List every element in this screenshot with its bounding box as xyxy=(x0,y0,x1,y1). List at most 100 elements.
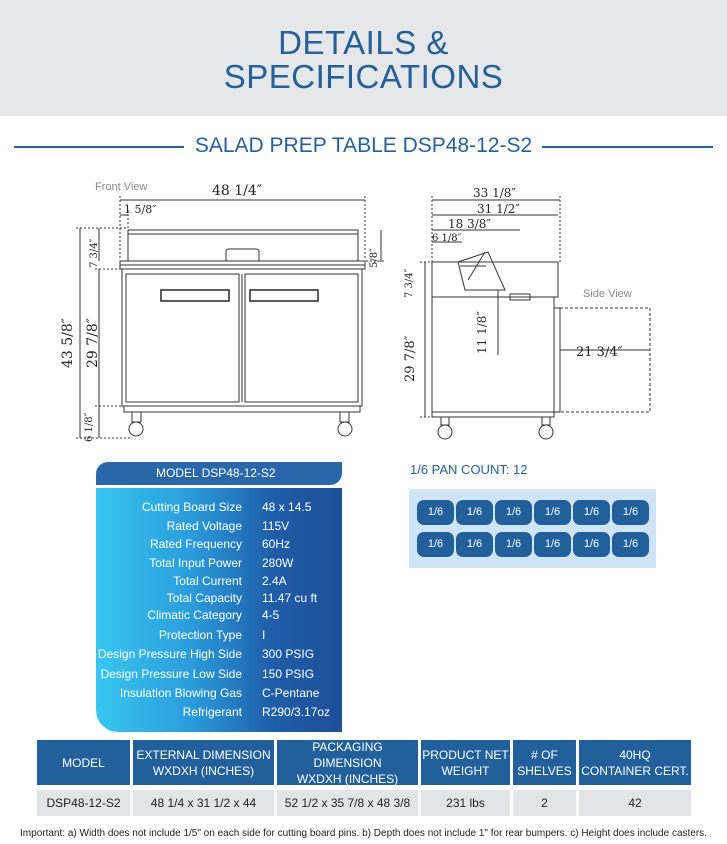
spec-label: Design Pressure Low Side xyxy=(100,667,242,681)
spec-value: 2.4A xyxy=(262,574,287,588)
spec-value: 11.47 cu ft xyxy=(262,591,318,605)
pan-cell: 1/6 xyxy=(495,500,532,525)
page-title-line1: DETAILS & xyxy=(278,24,449,61)
table-header-text: MODEL xyxy=(62,755,105,771)
side-view-label: Side View xyxy=(583,288,632,300)
spec-label: Rated Voltage xyxy=(166,519,242,533)
table-cell: 2 xyxy=(513,790,576,816)
spec-value: R290/3.17oz xyxy=(262,705,331,719)
pan-cell: 1/6 xyxy=(612,500,649,525)
pan-cell: 1/6 xyxy=(612,532,649,557)
spec-row: Protection Type I xyxy=(96,626,342,644)
spec-label: Insulation Blowing Gas xyxy=(119,686,242,700)
spec-row: Total Current 2.4A xyxy=(96,572,342,590)
product-subtitle-bar: SALAD PREP TABLE DSP48-12-S2 xyxy=(0,132,727,162)
table-header-line1: 40HQ xyxy=(619,747,651,762)
table-cell: 231 lbs xyxy=(421,790,510,816)
pan-cell: 1/6 xyxy=(534,500,571,525)
side-caster-right xyxy=(538,424,554,440)
spec-label: Protection Type xyxy=(158,628,242,642)
dim-overall-width: 48 1/4″ xyxy=(212,183,262,199)
spec-value: 280W xyxy=(262,556,294,570)
front-view-label: Front View xyxy=(95,181,147,193)
spec-value: 60Hz xyxy=(262,537,291,551)
table-header-line1: MODEL xyxy=(62,755,105,770)
dim-pan-edge: 6 1/8″ xyxy=(432,233,462,244)
pan-cell: 1/6 xyxy=(573,500,610,525)
table-cell: 42 xyxy=(579,790,691,816)
spec-row: Climatic Category 4-5 xyxy=(96,606,342,624)
pan-cell: 1/6 xyxy=(456,500,493,525)
dim-pan-depth: 18 3/8″ xyxy=(448,217,491,231)
spec-value: 150 PSIG xyxy=(262,667,315,681)
spec-row: Total Capacity 11.47 cu ft xyxy=(96,589,342,607)
dim-caster-height: 6 1/8″ xyxy=(84,412,95,442)
model-title-tab: MODEL DSP48-12-S2 xyxy=(96,462,342,485)
spec-row: Refrigerant R290/3.17oz xyxy=(96,703,342,721)
side-cabinet xyxy=(431,296,555,418)
dim-body-height: 29 7/8″ xyxy=(85,318,101,368)
spec-row: Design Pressure Low Side 150 PSIG xyxy=(96,665,342,683)
spec-label: Climatic Category xyxy=(147,608,242,622)
dim-pin-offset: 1 5/8″ xyxy=(124,203,156,216)
side-caster-left xyxy=(437,424,453,440)
spec-label: Total Input Power xyxy=(149,556,242,570)
subtitle-rule-right xyxy=(542,146,713,148)
table-header-line2: WXDXH (INCHES) xyxy=(152,763,255,778)
spec-value: 300 PSIG xyxy=(262,647,315,661)
subtitle-rule-left xyxy=(14,146,184,148)
dim-body-depth: 31 1/2″ xyxy=(477,202,520,216)
table-header-line2: WXDXH (INCHES) xyxy=(296,771,399,786)
pan-cell: 1/6 xyxy=(495,532,532,557)
dim-lid-gap: 5/8″ xyxy=(369,248,380,268)
spec-label: Cutting Board Size xyxy=(141,500,242,514)
spec-label: Total Capacity xyxy=(166,591,242,605)
pan-cell: 1/6 xyxy=(573,532,610,557)
lid-handle xyxy=(225,248,260,261)
spec-value: 4-5 xyxy=(262,608,280,622)
table-header-cell: MODEL xyxy=(37,740,130,785)
spec-value: 115V xyxy=(262,519,290,533)
header-band xyxy=(0,0,727,116)
table-header-line1: PRODUCT NET xyxy=(422,747,509,762)
table-cell: 52 1/2 x 35 7/8 x 48 3/8 xyxy=(277,790,418,816)
spec-label: Refrigerant xyxy=(182,705,242,719)
drawing-svg: Front View Side View 48 1/4″ 1 5/8″ 7 3/… xyxy=(60,181,651,442)
spec-row: Total Input Power 280W xyxy=(96,554,342,572)
pan-cell: 1/6 xyxy=(417,500,454,525)
side-pan-wedge xyxy=(457,251,506,291)
dim-pan-drop: 11 1/8″ xyxy=(475,311,489,354)
pan-count-title: 1/6 PAN COUNT: 12 xyxy=(410,462,528,477)
front-caster-left xyxy=(128,421,144,437)
dim-overall-depth: 33 1/8″ xyxy=(473,186,516,200)
door-swing-outline xyxy=(560,307,651,413)
table-cell: DSP48-12-S2 xyxy=(37,790,130,816)
dim-door-swing: 21 3/4″ xyxy=(576,345,623,360)
front-caster-right xyxy=(337,421,353,437)
footnote: Important: a) Width does not include 1/5… xyxy=(20,828,707,839)
page-title: DETAILS & SPECIFICATIONS xyxy=(0,26,727,94)
dim-top-height: 7 3/4″ xyxy=(89,238,100,268)
table-header-line2: SHELVES xyxy=(517,763,572,778)
spec-value: I xyxy=(262,628,266,642)
pan-cell: 1/6 xyxy=(417,532,454,557)
spec-label: Design Pressure High Side xyxy=(97,647,242,661)
spec-label: Rated Frequency xyxy=(149,537,242,551)
spec-label: Total Current xyxy=(173,574,242,588)
page-title-line2: SPECIFICATIONS xyxy=(223,58,504,95)
door-handle-right xyxy=(249,289,319,302)
spec-value: 48 x 14.5 xyxy=(262,500,312,514)
table-header-line1: # OF xyxy=(531,747,558,762)
spec-row: Rated Voltage 115V xyxy=(96,517,342,535)
